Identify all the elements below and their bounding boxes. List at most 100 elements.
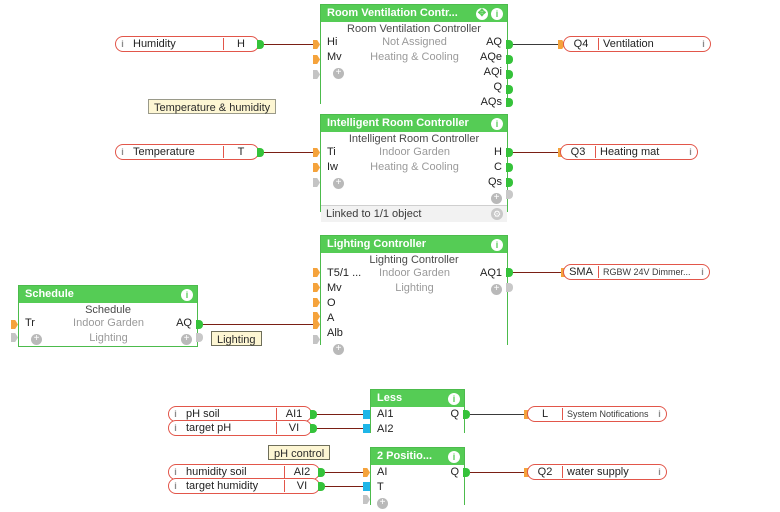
connector-out-add[interactable] xyxy=(196,333,203,342)
output-pin-aqs[interactable]: AQs xyxy=(480,96,502,108)
io-output-heating-mat[interactable]: Q3 Heating mat i xyxy=(560,144,698,160)
block-schedule[interactable]: Schedule i Schedule Tr Indoor Garden AQ … xyxy=(18,285,198,347)
info-icon[interactable]: i xyxy=(448,450,460,463)
connector-out-aq[interactable] xyxy=(506,40,513,49)
add-output-icon[interactable]: + xyxy=(491,284,502,295)
info-icon[interactable]: i xyxy=(658,409,661,419)
block-header[interactable]: Schedule i xyxy=(19,286,197,303)
info-icon[interactable]: i xyxy=(448,392,460,405)
io-input-humidity[interactable]: i Humidity H xyxy=(115,36,259,52)
output-pin-aq1[interactable]: AQ1 xyxy=(479,267,502,279)
connector-out-ph-soil[interactable] xyxy=(310,410,317,419)
info-icon[interactable]: i xyxy=(491,7,503,20)
io-output-system-notifications[interactable]: L System Notifications i xyxy=(527,406,667,422)
block-lighting-controller[interactable]: Lighting Controller i Lighting Controlle… xyxy=(320,235,508,356)
connector-in-ventilation[interactable] xyxy=(558,40,565,49)
block-footer[interactable]: Linked to 1/1 object ⚙ xyxy=(321,205,507,222)
connector-out-target-humidity[interactable] xyxy=(318,482,325,491)
info-icon[interactable]: i xyxy=(121,39,124,49)
io-input-temperature[interactable]: i Temperature T xyxy=(115,144,259,160)
output-pin-aq[interactable]: AQ xyxy=(486,36,502,48)
info-icon[interactable]: i xyxy=(658,467,661,477)
input-pin-mv[interactable]: Mv xyxy=(327,51,342,63)
block-header[interactable]: Lighting Controller i xyxy=(321,236,507,253)
block-header[interactable]: Room Ventilation Contr... ✥ i xyxy=(321,5,507,22)
input-pin-tr[interactable]: Tr xyxy=(25,317,35,329)
input-pin-ti[interactable]: Ti xyxy=(327,146,336,158)
output-pin-q[interactable]: Q xyxy=(493,81,502,93)
info-icon[interactable]: i xyxy=(181,288,193,301)
connector-out-temperature[interactable] xyxy=(257,148,264,157)
input-pin-alb[interactable]: Alb xyxy=(327,327,343,339)
note-temperature-humidity[interactable]: Temperature & humidity xyxy=(148,99,277,114)
block-room-ventilation-controller[interactable]: Room Ventilation Contr... ✥ i Room Venti… xyxy=(320,4,508,110)
info-icon[interactable]: i xyxy=(174,481,177,491)
connector-out-q[interactable] xyxy=(463,468,470,477)
info-icon[interactable]: i xyxy=(174,409,177,419)
connector-in-a[interactable] xyxy=(313,312,320,321)
note-ph-control[interactable]: pH control xyxy=(268,445,331,460)
connector-out-humidity[interactable] xyxy=(257,40,264,49)
connector-in-ai[interactable] xyxy=(363,468,370,477)
output-pin-q[interactable]: Q xyxy=(450,466,459,478)
output-pin-aqe[interactable]: AQe xyxy=(479,51,502,63)
add-input-icon[interactable]: + xyxy=(333,68,344,79)
connector-in-ai2[interactable] xyxy=(363,424,370,433)
connector-out-target-ph[interactable] xyxy=(310,424,317,433)
connector-in-add[interactable] xyxy=(313,70,320,79)
info-icon[interactable]: i xyxy=(491,117,503,130)
input-pin-iw[interactable]: Iw xyxy=(327,161,338,173)
block-less[interactable]: Less i AI1 Q AI2 xyxy=(370,389,465,437)
connector-in-add[interactable] xyxy=(313,178,320,187)
add-output-icon[interactable]: + xyxy=(491,193,502,204)
connector-in-ai1[interactable] xyxy=(363,410,370,419)
connector-out-q[interactable] xyxy=(463,410,470,419)
info-icon[interactable]: i xyxy=(701,267,704,277)
gear-icon[interactable]: ⚙ xyxy=(491,208,503,220)
connector-out-aqe[interactable] xyxy=(506,55,513,64)
connector-out-aq[interactable] xyxy=(196,320,203,329)
add-input-icon[interactable]: + xyxy=(377,498,388,509)
connector-out-aqi[interactable] xyxy=(506,70,513,79)
input-pin-a[interactable]: A xyxy=(327,312,335,324)
input-pin-ai[interactable]: AI xyxy=(377,466,388,478)
info-icon[interactable]: i xyxy=(174,467,177,477)
add-input-icon[interactable]: + xyxy=(31,334,42,345)
block-header[interactable]: Less i xyxy=(371,390,464,407)
connector-out-add[interactable] xyxy=(506,283,513,292)
info-icon[interactable]: i xyxy=(491,238,503,251)
connector-out-q[interactable] xyxy=(506,85,513,94)
input-pin-t[interactable]: T xyxy=(377,481,384,493)
io-output-water-supply[interactable]: Q2 water supply i xyxy=(527,464,667,480)
output-pin-q[interactable]: Q xyxy=(450,408,459,420)
connector-in-iw[interactable] xyxy=(313,163,320,172)
connector-out-aq1[interactable] xyxy=(506,268,513,277)
input-pin-t5-1[interactable]: T5/1 ... xyxy=(327,267,361,279)
info-icon[interactable]: i xyxy=(689,147,692,157)
add-input-icon[interactable]: + xyxy=(333,178,344,189)
input-pin-ai2[interactable]: AI2 xyxy=(377,423,394,435)
connector-in-tr[interactable] xyxy=(11,320,18,329)
output-pin-h[interactable]: H xyxy=(494,146,502,158)
connector-in-ti[interactable] xyxy=(313,148,320,157)
connector-out-humidity-soil[interactable] xyxy=(318,468,325,477)
add-input-icon[interactable]: + xyxy=(333,344,344,355)
input-pin-o[interactable]: O xyxy=(327,297,336,309)
info-icon[interactable]: i xyxy=(702,39,705,49)
block-2-position-controller[interactable]: 2 Positio... i AI Q T + xyxy=(370,447,465,510)
input-pin-mv[interactable]: Mv xyxy=(327,282,342,294)
io-output-ventilation[interactable]: Q4 Ventilation i xyxy=(563,36,711,52)
io-input-target-ph[interactable]: i target pH VI xyxy=(168,420,312,436)
move-icon[interactable]: ✥ xyxy=(476,7,488,20)
connector-in-add[interactable] xyxy=(363,495,370,504)
info-icon[interactable]: i xyxy=(174,423,177,433)
io-input-target-humidity[interactable]: i target humidity VI xyxy=(168,478,320,494)
input-pin-hi[interactable]: Hi xyxy=(327,36,338,48)
connector-in-t[interactable] xyxy=(363,482,370,491)
connector-in-o[interactable] xyxy=(313,298,320,307)
connector-in-t5-1[interactable] xyxy=(313,268,320,277)
connector-in-hi[interactable] xyxy=(313,40,320,49)
connector-in-add[interactable] xyxy=(313,335,320,344)
note-lighting[interactable]: Lighting xyxy=(211,331,262,346)
